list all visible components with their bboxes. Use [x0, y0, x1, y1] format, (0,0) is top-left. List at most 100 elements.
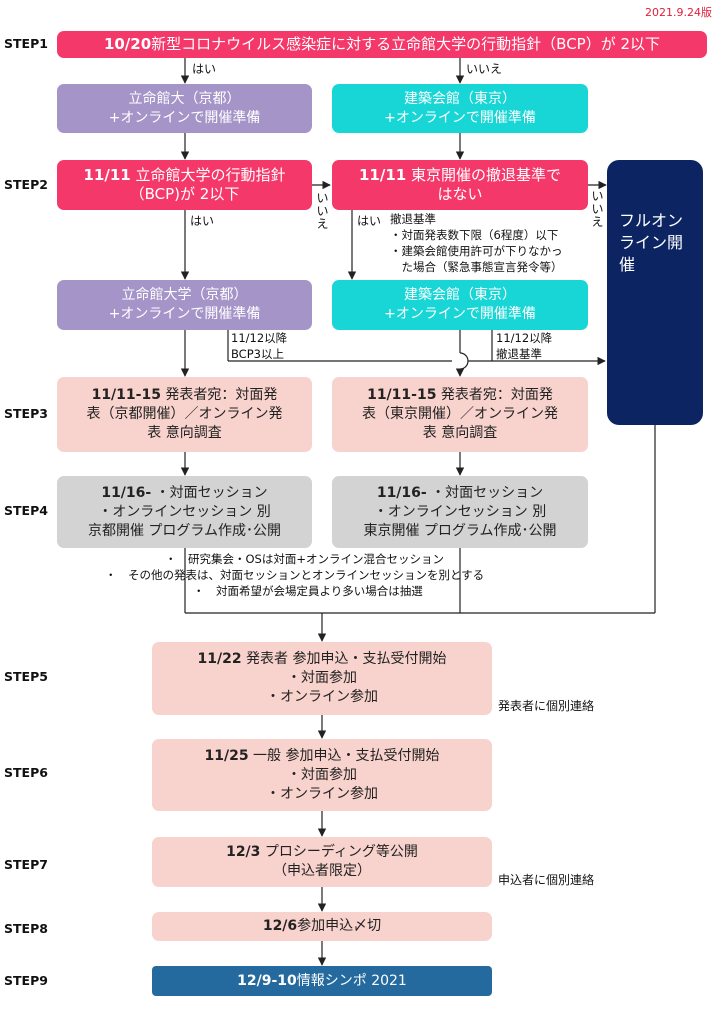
step3-kyoto-date: 11/11-15 [91, 387, 161, 403]
session-notes: ・ 研究集会・OSは対面+オンライン混合セッション ・ その他の発表は、対面セッ… [105, 551, 484, 599]
step5-line2: ・対面参加 [287, 670, 357, 686]
step-label-4: STEP4 [4, 503, 48, 518]
kyoto-prep-line2: +オンラインで開催準備 [108, 109, 261, 126]
no-label-1: いいえ [466, 62, 503, 76]
step9-date: 12/9-10 [237, 972, 297, 989]
step7-line2: （申込者限定） [273, 863, 371, 879]
step7-line1: プロシーディング等公開 [260, 844, 418, 860]
step6-line1: 一般 参加申込・支払受付開始 [248, 747, 440, 764]
step4-tokyo-line2: ・オンラインセッション 別 [373, 503, 547, 520]
tokyo-after-label: 11/12以降 撤退基準 [496, 330, 552, 362]
step3-kyoto-box: 11/11-15 発表者宛：対面発 表（京都開催）／オンライン発 表 意向調査 [57, 377, 312, 452]
full-online-line1: フルオン [619, 211, 684, 230]
tokyo-prep-box: 建築会館（東京） +オンラインで開催準備 [332, 84, 588, 133]
step2-tokyo-box: 11/11 東京開催の撤退基準で はない [332, 160, 588, 210]
step9-box: 12/9-10 情報シンポ 2021 [152, 966, 492, 996]
step1-text: 新型コロナウイルス感染症に対する立命館大学の行動指針（BCP）が 2以下 [151, 35, 661, 53]
step3-tokyo-line2: 表（東京開催）／オンライン発 [362, 406, 558, 422]
step8-date: 12/6 [262, 918, 298, 934]
step2-kyoto-box: 11/11 立命館大学の行動指針 （BCP)が 2以下 [57, 160, 312, 210]
no-vertical-label-1: いいえ [316, 191, 329, 231]
tokyo-prep-line2: +オンラインで開催準備 [384, 109, 536, 126]
step5-note: 発表者に個別連絡 [498, 699, 595, 713]
session-note: ・ その他の発表は、対面セッションとオンラインセッションを別とする [105, 568, 485, 582]
step2-kyoto-line2: （BCP)が 2以下 [129, 185, 240, 203]
tokyo-prep-line1: 建築会館（東京） [404, 90, 516, 107]
step5-date: 11/22 [197, 651, 242, 667]
session-note: ・ 研究集会・OSは対面+オンライン混合セッション [165, 552, 444, 566]
withdraw-criteria-item: た場合（緊急事態宣言発令等） [390, 260, 563, 274]
step2-kyoto-line1: 立命館大学の行動指針 [130, 166, 286, 184]
step2-tokyo-date: 11/11 [358, 166, 407, 184]
step-label-2: STEP2 [4, 177, 48, 192]
kyoto-after-label: 11/12以降 BCP3以上 [231, 330, 287, 362]
step4-kyoto-line2: ・オンラインセッション 別 [98, 503, 271, 520]
step-label-3: STEP3 [4, 406, 48, 421]
step5-line1: 発表者 参加申込・支払受付開始 [241, 651, 447, 667]
step1-box: 10/20 新型コロナウイルス感染症に対する立命館大学の行動指針（BCP）が 2… [57, 31, 707, 58]
full-online-line2: ライン開 [619, 233, 684, 252]
step3-tokyo-date: 11/11-15 [367, 387, 437, 403]
step4-kyoto-box: 11/16- ・対面セッション ・オンラインセッション 別 京都開催 プログラム… [57, 476, 312, 548]
tokyo-after-line2: 撤退基準 [496, 347, 542, 361]
step-label-8: STEP8 [4, 921, 48, 936]
step-label-5: STEP5 [4, 669, 48, 684]
step4-tokyo-line3: 東京開催 プログラム作成･公開 [363, 522, 557, 539]
step4-tokyo-date: 11/16- [376, 484, 427, 501]
step4-kyoto-line1: ・対面セッション [151, 484, 268, 501]
withdraw-criteria-title: 撤退基準 [390, 212, 436, 226]
kyoto-prep-line1: 立命館大（京都） [128, 90, 241, 107]
withdraw-criteria-item: ・建築会館使用許可が下りなかっ [390, 244, 563, 258]
step4-kyoto-date: 11/16- [101, 484, 152, 501]
withdraw-criteria: 撤退基準 ・対面発表数下限（6程度）以下 ・建築会館使用許可が下りなかっ た場合… [390, 211, 563, 275]
step-label-9: STEP9 [4, 973, 48, 988]
step6-date: 11/25 [204, 747, 249, 764]
step-label-1: STEP1 [4, 36, 48, 51]
step3-kyoto-line1: 発表者宛：対面発 [160, 387, 278, 403]
step6-line2: ・対面参加 [287, 766, 357, 783]
step8-line1: 参加申込〆切 [297, 918, 382, 934]
step3-kyoto-line3: 表 意向調査 [147, 425, 222, 441]
step4-tokyo-line1: ・対面セッション [426, 484, 544, 501]
step3-tokyo-line1: 発表者宛：対面発 [436, 387, 553, 403]
tokyo-result-line2: +オンラインで開催準備 [384, 306, 536, 322]
tokyo-result-box: 建築会館（東京） +オンラインで開催準備 [332, 280, 588, 330]
step1-date: 10/20 [103, 35, 152, 53]
step7-date: 12/3 [226, 844, 261, 860]
full-online-line3: 催 [619, 255, 636, 274]
kyoto-result-box: 立命館大学（京都） +オンラインで開催準備 [57, 280, 312, 330]
full-online-box: フルオン ライン開 催 [607, 160, 703, 425]
kyoto-prep-box: 立命館大（京都） +オンラインで開催準備 [57, 84, 312, 133]
step7-note: 申込者に個別連絡 [498, 873, 595, 887]
tokyo-result-line1: 建築会館（東京） [404, 287, 516, 303]
session-note: ・ 対面希望が会場定員より多い場合は抽選 [193, 584, 423, 598]
step-label-7: STEP7 [4, 857, 48, 872]
withdraw-criteria-item: ・対面発表数下限（6程度）以下 [390, 228, 559, 242]
step2-tokyo-line2: はない [437, 185, 483, 203]
step3-tokyo-line3: 表 意向調査 [422, 425, 498, 441]
step6-box: 11/25 一般 参加申込・支払受付開始 ・対面参加 ・オンライン参加 [152, 739, 492, 811]
kyoto-result-line2: +オンラインで開催準備 [108, 306, 261, 322]
step4-kyoto-line3: 京都開催 プログラム作成･公開 [87, 522, 282, 539]
kyoto-after-line1: 11/12以降 [231, 331, 288, 345]
step3-kyoto-line2: 表（京都開催）／オンライン発 [86, 406, 283, 422]
yes-label-3: はい [357, 214, 382, 228]
tokyo-after-line1: 11/12以降 [496, 331, 553, 345]
version-date: 2021.9.24版 [645, 6, 712, 19]
step5-line3: ・オンライン参加 [266, 689, 378, 705]
step8-box: 12/6 参加申込〆切 [152, 912, 492, 941]
no-vertical-label-2: いいえ [591, 189, 604, 229]
kyoto-result-line1: 立命館大学（京都） [121, 287, 248, 303]
step2-kyoto-date: 11/11 [83, 166, 131, 184]
kyoto-after-line2: BCP3以上 [231, 347, 284, 361]
step4-tokyo-box: 11/16- ・対面セッション ・オンラインセッション 別 東京開催 プログラム… [332, 476, 588, 548]
step9-line1: 情報シンポ 2021 [296, 972, 407, 989]
step5-box: 11/22 発表者 参加申込・支払受付開始 ・対面参加 ・オンライン参加 [152, 642, 492, 715]
yes-label-1: はい [192, 62, 217, 76]
step3-tokyo-box: 11/11-15 発表者宛：対面発 表（東京開催）／オンライン発 表 意向調査 [332, 377, 588, 452]
step7-box: 12/3 プロシーディング等公開 （申込者限定） [152, 837, 492, 887]
step6-line3: ・オンライン参加 [266, 785, 378, 802]
step-label-6: STEP6 [4, 765, 48, 780]
step2-tokyo-line1: 東京開催の撤退基準で [406, 166, 561, 184]
